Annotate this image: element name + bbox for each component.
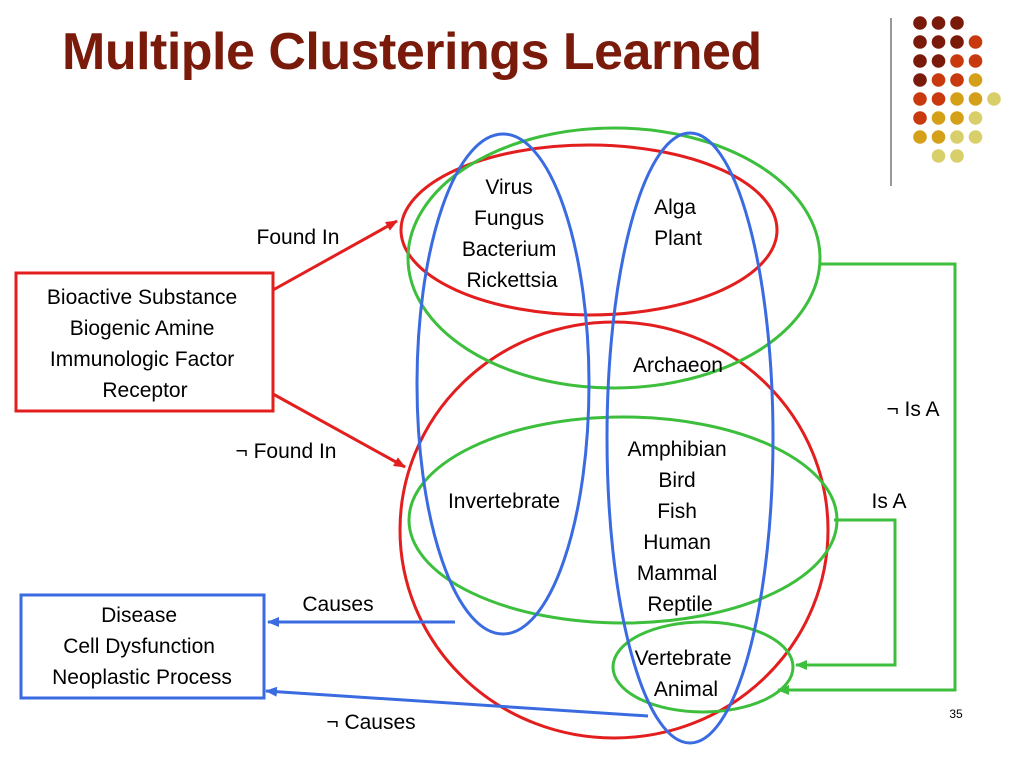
found-in-arrow [272,219,398,292]
invertebrate-label: Invertebrate [448,490,560,513]
decorative-dot [931,149,946,163]
decorative-dot [950,111,964,125]
decorative-dot [950,130,964,144]
decorative-dot [968,111,983,125]
decorative-dot-grid [913,16,1001,163]
decorative-dot [968,130,983,144]
not-is-a-connector [777,262,957,695]
disease-box-label: Disease Cell Dysfunction Neoplastic Proc… [52,604,232,689]
bioactive-box-label: Bioactive Substance Biogenic Amine Immun… [47,286,243,402]
archaeon-label: Archaeon [633,354,723,377]
decorative-dot [913,16,927,30]
decorative-dot [950,35,964,49]
decorative-dot [931,54,946,68]
blue-cluster-left [415,132,591,636]
blue-cluster-right [605,131,775,745]
decorative-dot [950,92,964,106]
found-in-label: Found In [257,226,340,249]
green-cluster-vertebrate-animal [611,620,795,714]
decorative-dot [913,92,927,106]
decorative-dot [931,35,946,49]
decorative-dot [913,54,927,68]
bioactive-box [14,271,275,413]
green-cluster-top [406,126,822,390]
decorative-dot [931,16,946,30]
vertebrate-animal-label: Vertebrate Animal [635,647,738,701]
microbes-cluster-label: Virus Fungus Bacterium Rickettsia [462,176,562,292]
decorative-dot [950,54,964,68]
plants-cluster-label: Alga Plant [654,196,702,250]
decorative-dot [931,130,946,144]
red-cluster-top [399,143,779,317]
not-is-a-label: ¬ Is A [886,398,939,421]
decorative-dot [931,73,946,87]
causes-label: Causes [302,593,373,616]
decorative-dot [968,92,983,106]
page-number: 35 [949,707,963,721]
is-a-connector [795,518,897,670]
not-found-in-arrow [272,392,406,469]
not-found-in-label: ¬ Found In [236,440,337,463]
decorative-dot [913,73,927,87]
decorative-dot [931,111,946,125]
disease-box [19,593,266,700]
decorative-dot [913,111,927,125]
decorative-dot [950,16,964,30]
not-causes-label: ¬ Causes [326,711,415,734]
decorative-dot [950,73,964,87]
decorative-dot [913,35,927,49]
decorative-dot [968,54,983,68]
decorative-dot [950,149,964,163]
decorative-dot [931,92,946,106]
is-a-label: Is A [871,490,906,513]
decorative-dot [968,35,983,49]
not-causes-arrow [265,686,649,718]
decorative-dot [913,130,927,144]
decorative-dot [968,73,983,87]
vertebrates-cluster-label: Amphibian Bird Fish Human Mammal Reptile [627,438,732,616]
slide-title: Multiple Clusterings Learned [62,23,762,81]
decorative-dot [987,92,1001,106]
